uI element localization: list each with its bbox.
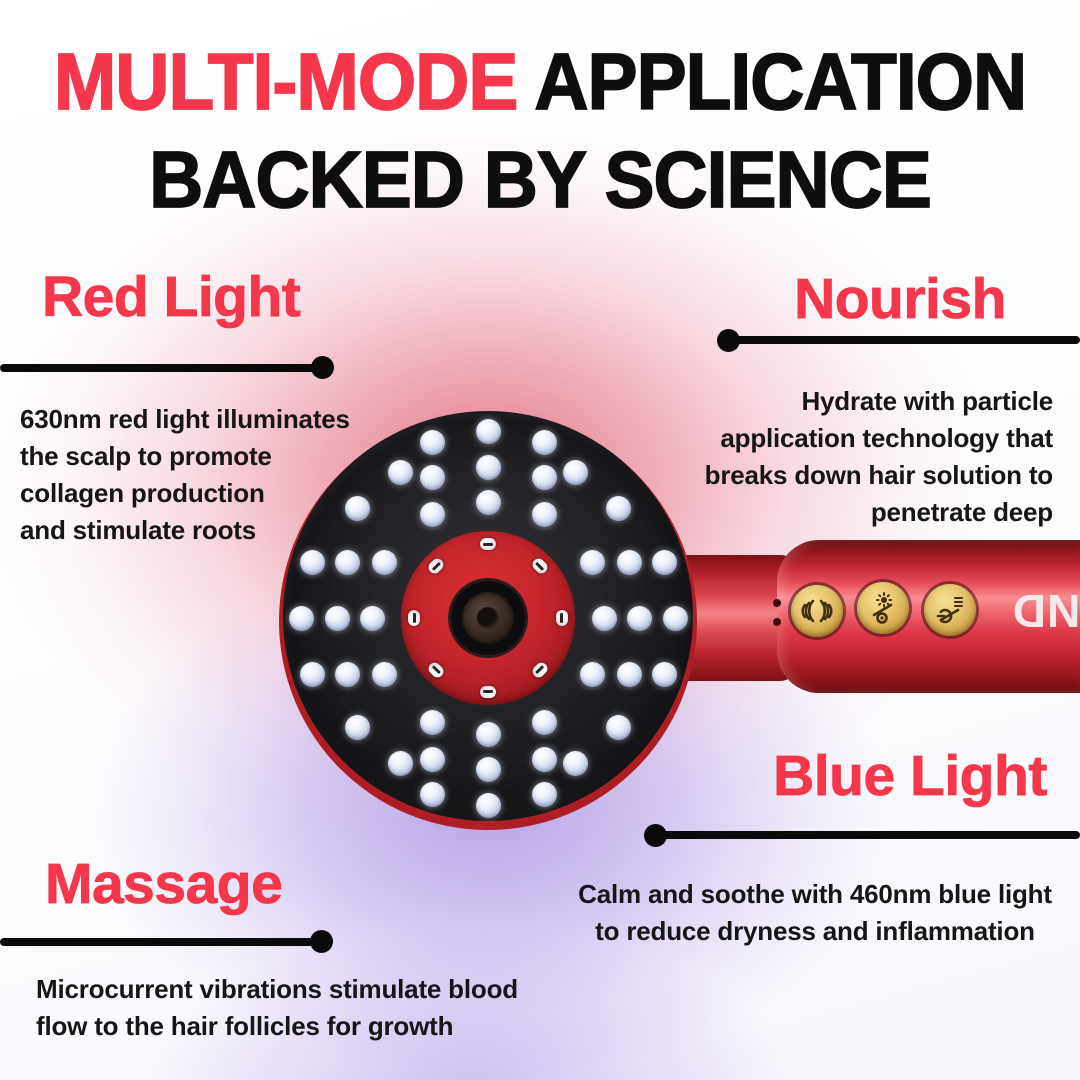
screw <box>480 538 496 550</box>
led-bulb <box>419 746 445 772</box>
indicator-led-dot <box>773 618 781 626</box>
blue-light-callout-dot <box>644 824 667 847</box>
led-bulb <box>475 454 501 480</box>
light-mode-icon <box>872 592 893 624</box>
nourish-description: Hydrate with particle application techno… <box>704 386 1054 527</box>
nourish-callout-dot <box>717 329 740 352</box>
red-light-description: 630nm red light illuminates the scalp to… <box>20 404 350 545</box>
blue-light-description: Calm and soothe with 460nm blue light to… <box>578 879 1052 946</box>
led-bulb <box>579 549 605 575</box>
brand-text: ND <box>1011 585 1080 637</box>
led-bulb <box>626 605 652 631</box>
massage-callout-line <box>0 938 322 946</box>
led-bulb <box>299 549 325 575</box>
led-bulb <box>616 661 642 687</box>
led-bulb <box>345 714 371 740</box>
massage-mode-button <box>791 585 843 637</box>
led-bulb <box>531 501 557 527</box>
blue-light-callout-line <box>655 831 1080 839</box>
page-title-line1: MULTI-MODE APPLICATION <box>0 36 1080 127</box>
power-icon <box>936 597 963 624</box>
massage-waves-icon <box>801 599 833 623</box>
led-bulb <box>387 751 413 777</box>
led-bulb <box>531 781 557 807</box>
red-light-callout-dot <box>311 356 334 379</box>
led-bulb <box>591 605 617 631</box>
led-bulb <box>419 429 445 455</box>
led-bulb <box>531 429 557 455</box>
led-bulb <box>419 781 445 807</box>
led-bulb <box>387 459 413 485</box>
massage-callout-dot <box>310 930 333 953</box>
led-bulb <box>334 549 360 575</box>
indicator-led-dot <box>773 599 781 607</box>
nourish-heading: Nourish <box>794 267 1007 332</box>
led-bulb <box>371 549 397 575</box>
screw <box>480 686 496 698</box>
led-bulb <box>651 661 677 687</box>
led-bulb <box>475 721 501 747</box>
led-bulb <box>475 489 501 515</box>
blue-light-heading: Blue Light <box>773 744 1048 809</box>
led-bulb <box>419 501 445 527</box>
screw <box>408 610 420 626</box>
center-lens-pupil <box>477 607 499 629</box>
massage-description: Microcurrent vibrations stimulate blood … <box>36 974 518 1041</box>
led-bulb <box>475 418 501 444</box>
led-bulb <box>334 661 360 687</box>
led-bulb <box>563 459 589 485</box>
led-bulb <box>662 605 688 631</box>
led-bulb <box>345 496 371 522</box>
led-bulb <box>475 792 501 818</box>
led-bulb <box>419 464 445 490</box>
led-bulb <box>579 661 605 687</box>
nourish-callout-line <box>728 336 1080 344</box>
led-bulb <box>605 714 631 740</box>
led-bulb <box>605 496 631 522</box>
light-mode-button <box>857 582 909 634</box>
led-bulb <box>531 464 557 490</box>
power-button <box>924 584 976 636</box>
led-bulb <box>359 605 385 631</box>
led-bulb <box>563 751 589 777</box>
led-bulb <box>371 661 397 687</box>
led-bulb <box>475 756 501 782</box>
led-bulb <box>324 605 350 631</box>
red-light-callout-line <box>0 364 322 372</box>
led-bulb <box>531 709 557 735</box>
title-highlight: MULTI-MODE <box>53 36 519 127</box>
led-bulb <box>419 709 445 735</box>
led-bulb <box>616 549 642 575</box>
page-title-line2: BACKED BY SCIENCE <box>148 134 932 225</box>
title-rest: APPLICATION <box>517 36 1028 127</box>
red-light-heading: Red Light <box>42 265 302 330</box>
screw <box>556 610 568 626</box>
massage-heading: Massage <box>45 852 284 917</box>
led-bulb <box>531 746 557 772</box>
led-bulb <box>288 605 314 631</box>
led-bulb <box>299 661 325 687</box>
led-bulb <box>651 549 677 575</box>
